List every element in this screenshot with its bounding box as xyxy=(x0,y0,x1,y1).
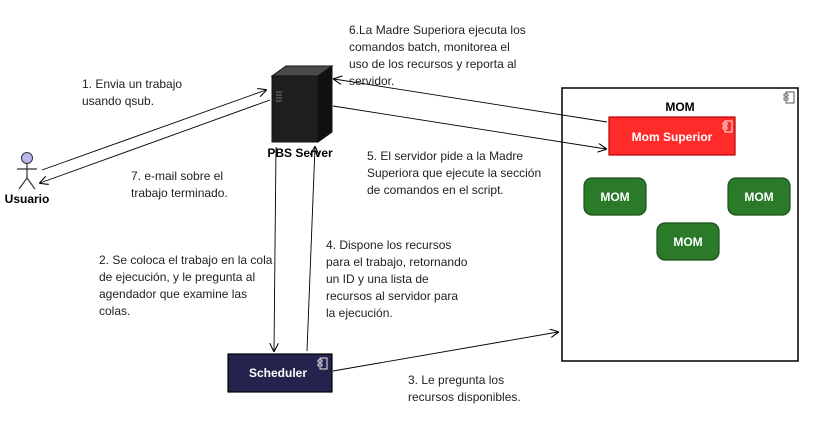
mom-node-label: MOM xyxy=(673,235,702,249)
usuario-actor: Usuario xyxy=(5,152,50,206)
arrow-6-mom-superior-to-server xyxy=(334,79,608,123)
arrow-7-server-to-user xyxy=(40,99,271,183)
arrow-2-server-to-scheduler xyxy=(274,146,276,351)
mom-node: MOM xyxy=(656,222,720,261)
mom-node: MOM xyxy=(727,177,791,216)
arrow-1-user-to-server xyxy=(41,90,266,171)
actor-head xyxy=(21,152,33,164)
scheduler-box: Scheduler xyxy=(227,353,333,393)
component-icon xyxy=(317,357,328,370)
pbs-server-icon: PBS Server xyxy=(267,65,334,160)
step-2-note: 2. Se coloca el trabajo en la cola de ej… xyxy=(99,253,273,318)
arrow-5-server-to-mom-superior xyxy=(332,105,606,149)
step-3-note: 3. Le pregunta los recursos disponibles. xyxy=(408,373,521,404)
arrow-3-scheduler-to-mom xyxy=(332,332,558,372)
step-4-note: 4. Dispone los recursos para el trabajo,… xyxy=(326,238,468,320)
arrow-4-scheduler-to-server xyxy=(306,147,315,352)
pbs-server-label: PBS Server xyxy=(267,146,333,160)
usuario-label: Usuario xyxy=(5,192,50,206)
step-6-note: 6.La Madre Superiora ejecuta los comando… xyxy=(349,23,526,88)
mom-node-label: MOM xyxy=(600,190,629,204)
component-icon xyxy=(722,120,733,133)
mom-superior-box: Mom Superior xyxy=(608,116,736,156)
scheduler-label: Scheduler xyxy=(249,366,307,380)
step-5-note: 5. El servidor pide a la Madre Superiora… xyxy=(367,149,542,197)
step-7-note: 7. e-mail sobre el trabajo terminado. xyxy=(131,169,228,200)
step-1-note: 1. Envia un trabajo usando qsub. xyxy=(82,77,183,108)
flow-arrows xyxy=(40,79,608,372)
mom-node-label: MOM xyxy=(744,190,773,204)
mom-container-title: MOM xyxy=(665,100,694,114)
mom-superior-label: Mom Superior xyxy=(632,130,713,144)
mom-node: MOM xyxy=(583,177,647,216)
component-icon xyxy=(783,91,795,104)
